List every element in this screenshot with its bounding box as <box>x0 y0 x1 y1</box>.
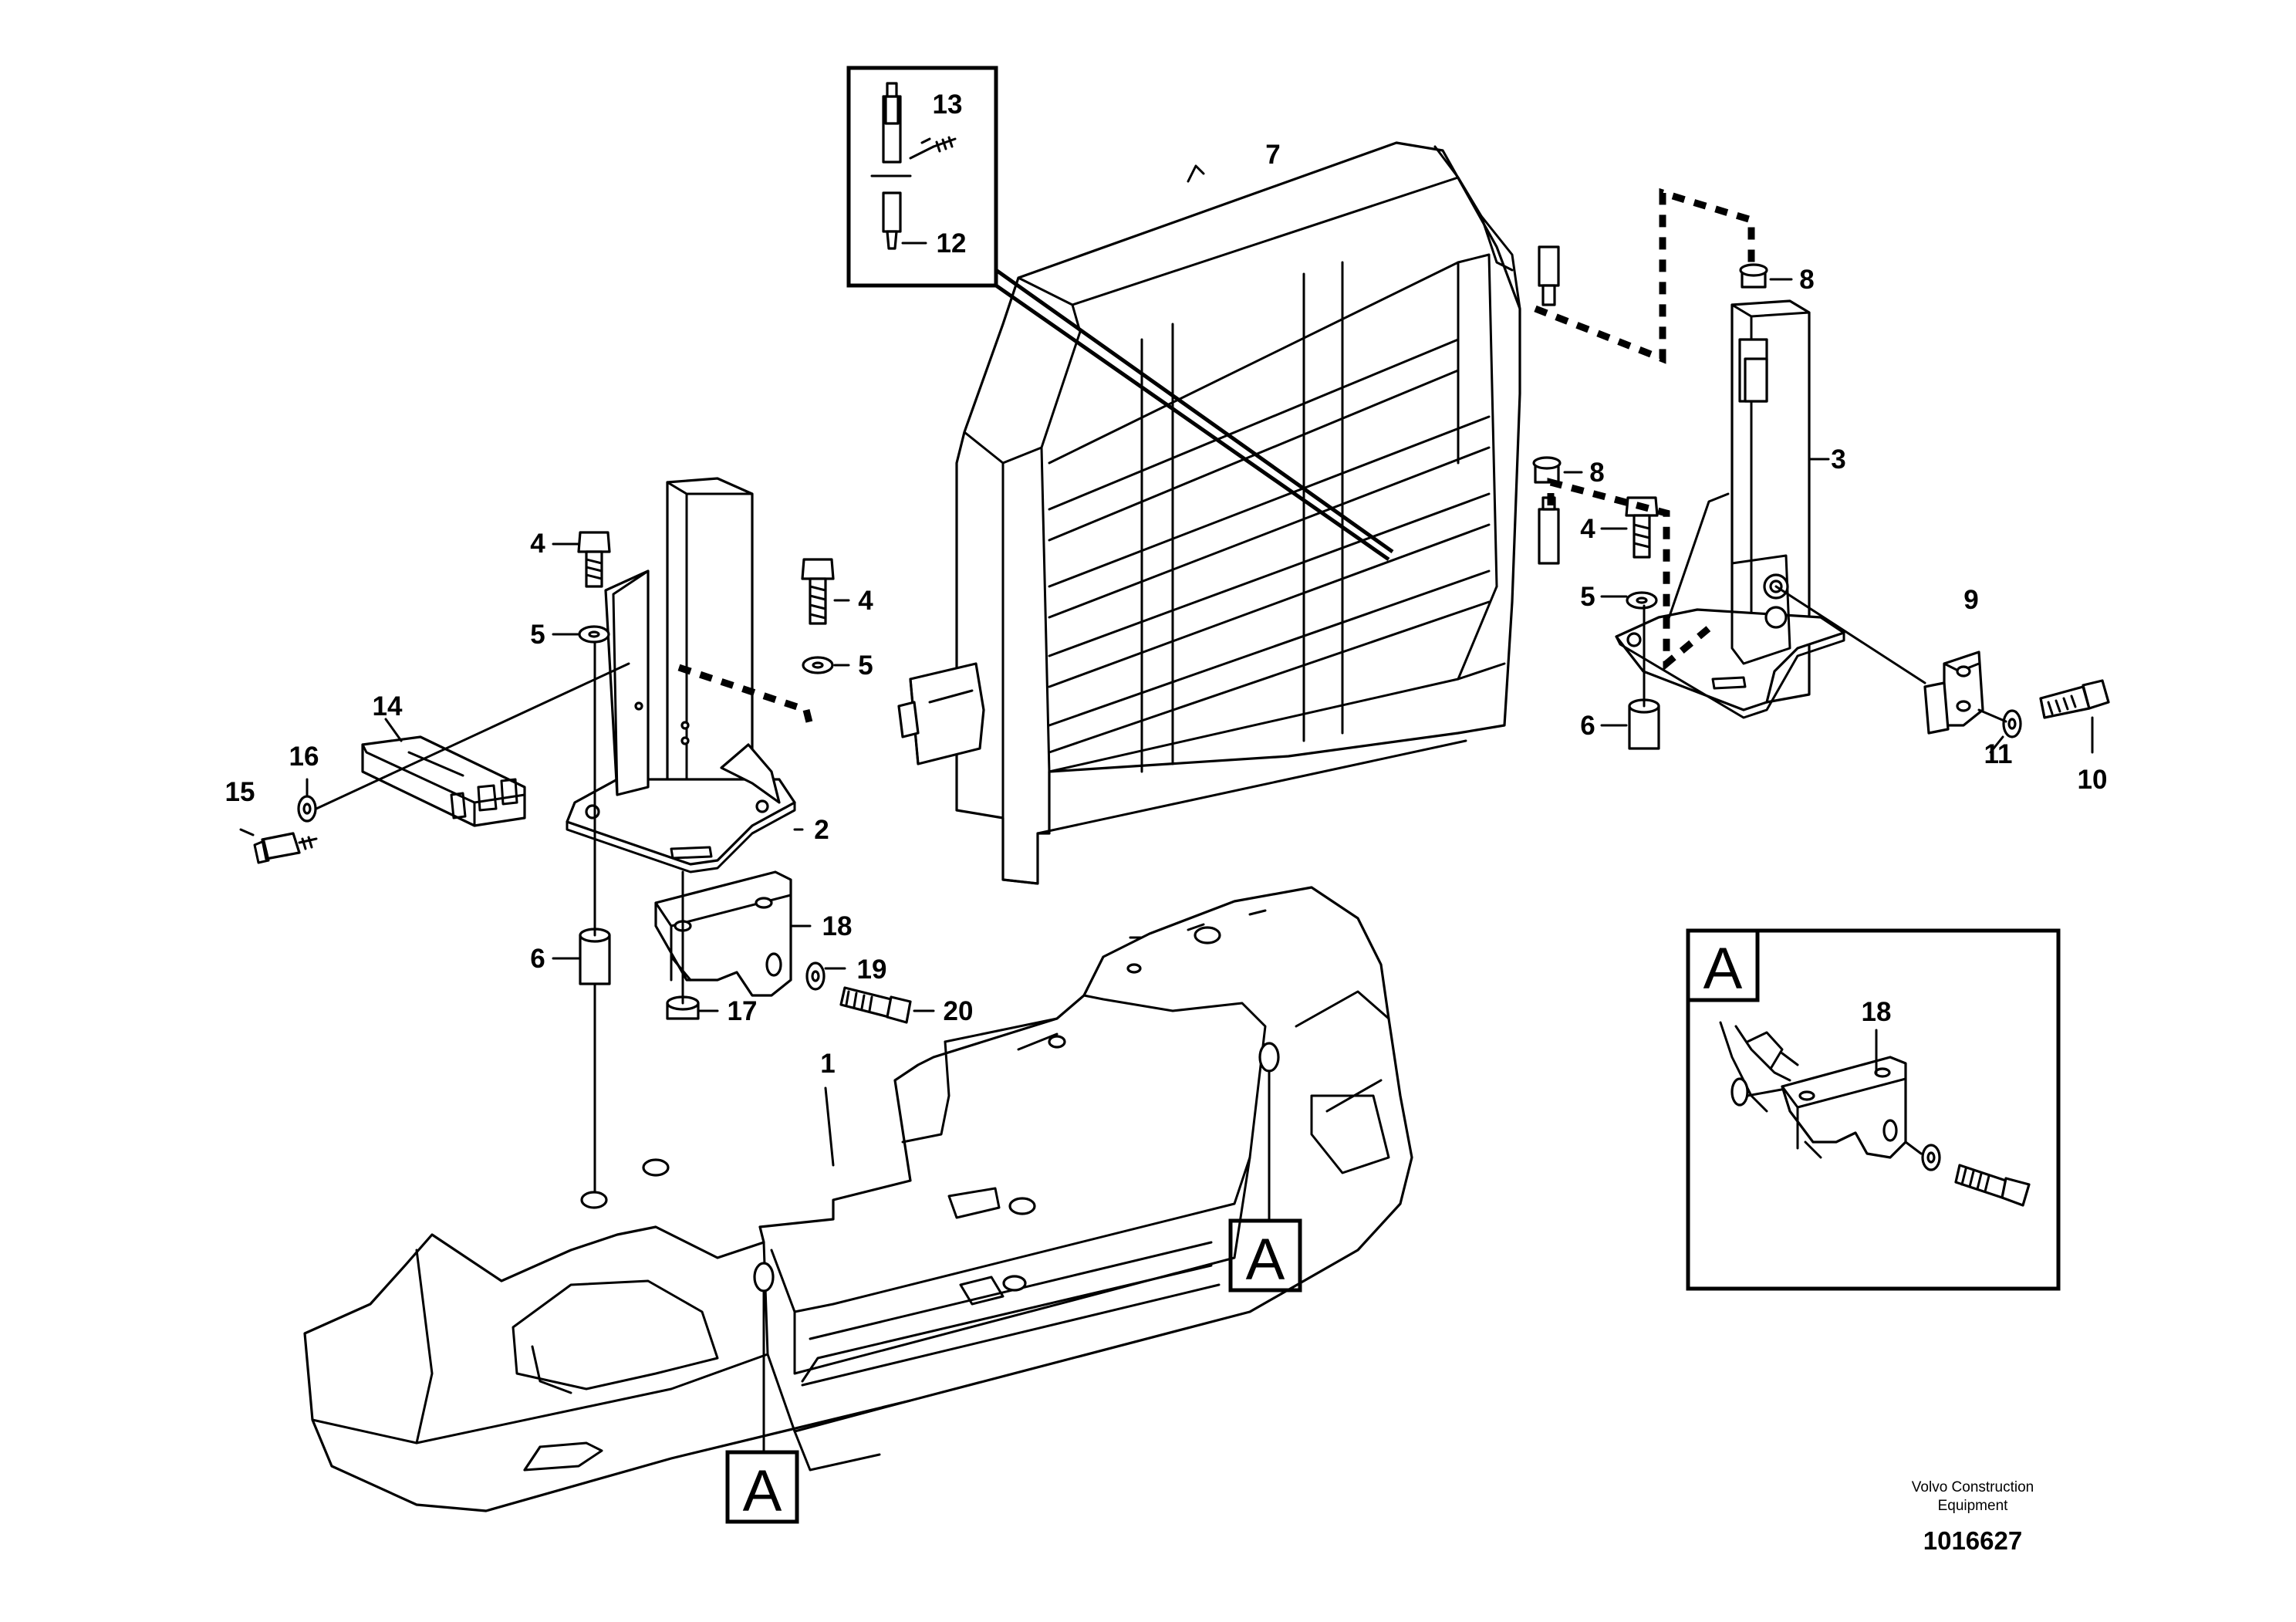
bolt-10 <box>2039 679 2110 754</box>
washer-5-right <box>1600 591 1658 610</box>
washer-11 <box>1989 709 2022 754</box>
bolt-4-mid <box>801 558 850 625</box>
label-17: 17 <box>728 996 758 1026</box>
bolt-4-left <box>552 531 611 588</box>
spacer-6-right <box>1600 698 1660 750</box>
label-19: 19 <box>857 955 887 985</box>
label-14: 14 <box>373 691 403 721</box>
bushing-8-mid <box>1532 456 1583 484</box>
callout-box-right <box>1228 1218 1302 1293</box>
label-14-leader <box>384 718 403 742</box>
callout-label-left: A <box>743 1458 782 1524</box>
washer-5-left <box>552 625 610 644</box>
bolt-4-right <box>1600 496 1659 559</box>
washer-19 <box>805 961 846 991</box>
washer-16 <box>297 778 317 823</box>
bushing-8-top <box>1739 263 1793 289</box>
label-1-leader <box>824 1086 835 1167</box>
callout-label-right: A <box>1246 1227 1285 1293</box>
washer-5-mid <box>802 656 850 674</box>
label-18: 18 <box>822 911 853 941</box>
label-12: 12 <box>937 228 967 259</box>
label-13: 13 <box>933 90 963 120</box>
detail-view-tag: A <box>1703 936 1743 1002</box>
rear-guard-grille-part <box>897 141 1560 885</box>
hinge-plate-part <box>1923 650 1984 735</box>
label-20: 20 <box>944 996 974 1026</box>
assembly-line-pad <box>315 662 630 810</box>
counterweight-part <box>303 886 1413 1512</box>
label-18-detail: 18 <box>1862 997 1892 1027</box>
label-7-leader <box>1187 164 1205 183</box>
bumper-pad-part <box>361 735 526 827</box>
bolt-15 <box>239 828 318 864</box>
label-5-left: 5 <box>530 620 545 650</box>
label-8-mid: 8 <box>1589 458 1604 488</box>
publisher-line-1: Volvo Construction <box>1912 1479 2034 1495</box>
label-9: 9 <box>1963 585 1978 615</box>
mounting-bracket-part <box>654 870 792 997</box>
label-11: 11 <box>1984 739 2013 769</box>
label-4-mid: 4 <box>858 586 873 616</box>
label-1: 1 <box>820 1049 835 1079</box>
assembly-dash-mid-right <box>1547 478 1715 671</box>
right-hinge-post-part <box>1615 299 1845 719</box>
assembly-line-hinge <box>1774 585 1926 684</box>
label-2: 2 <box>814 815 829 845</box>
label-5-right: 5 <box>1580 582 1595 612</box>
pin-detail-inset <box>846 66 1394 562</box>
label-15: 15 <box>225 777 255 807</box>
callout-box-left <box>725 1450 799 1524</box>
label-8-top: 8 <box>1799 265 1814 295</box>
bolt-20 <box>839 986 935 1024</box>
assembly-dash-left <box>677 664 814 727</box>
assembly-line-hinge-2 <box>1977 708 2007 723</box>
assembly-dash-top-right <box>1534 188 1755 364</box>
detail-view-a <box>1686 928 2061 1291</box>
label-6-right: 6 <box>1580 711 1595 741</box>
publisher-line-2: Equipment <box>1938 1498 2009 1514</box>
nut-17 <box>666 995 719 1020</box>
label-3: 3 <box>1831 444 1845 475</box>
left-hinge-post-part <box>566 477 796 874</box>
label-6-left: 6 <box>530 944 545 974</box>
label-4-left: 4 <box>530 529 545 559</box>
label-10: 10 <box>2078 765 2108 795</box>
document-number: 1016627 <box>1923 1526 2022 1555</box>
label-16: 16 <box>289 742 319 772</box>
label-7: 7 <box>1265 140 1280 170</box>
label-5-mid: 5 <box>858 650 873 681</box>
label-4-right: 4 <box>1580 514 1595 544</box>
spacer-6-left <box>552 928 611 985</box>
